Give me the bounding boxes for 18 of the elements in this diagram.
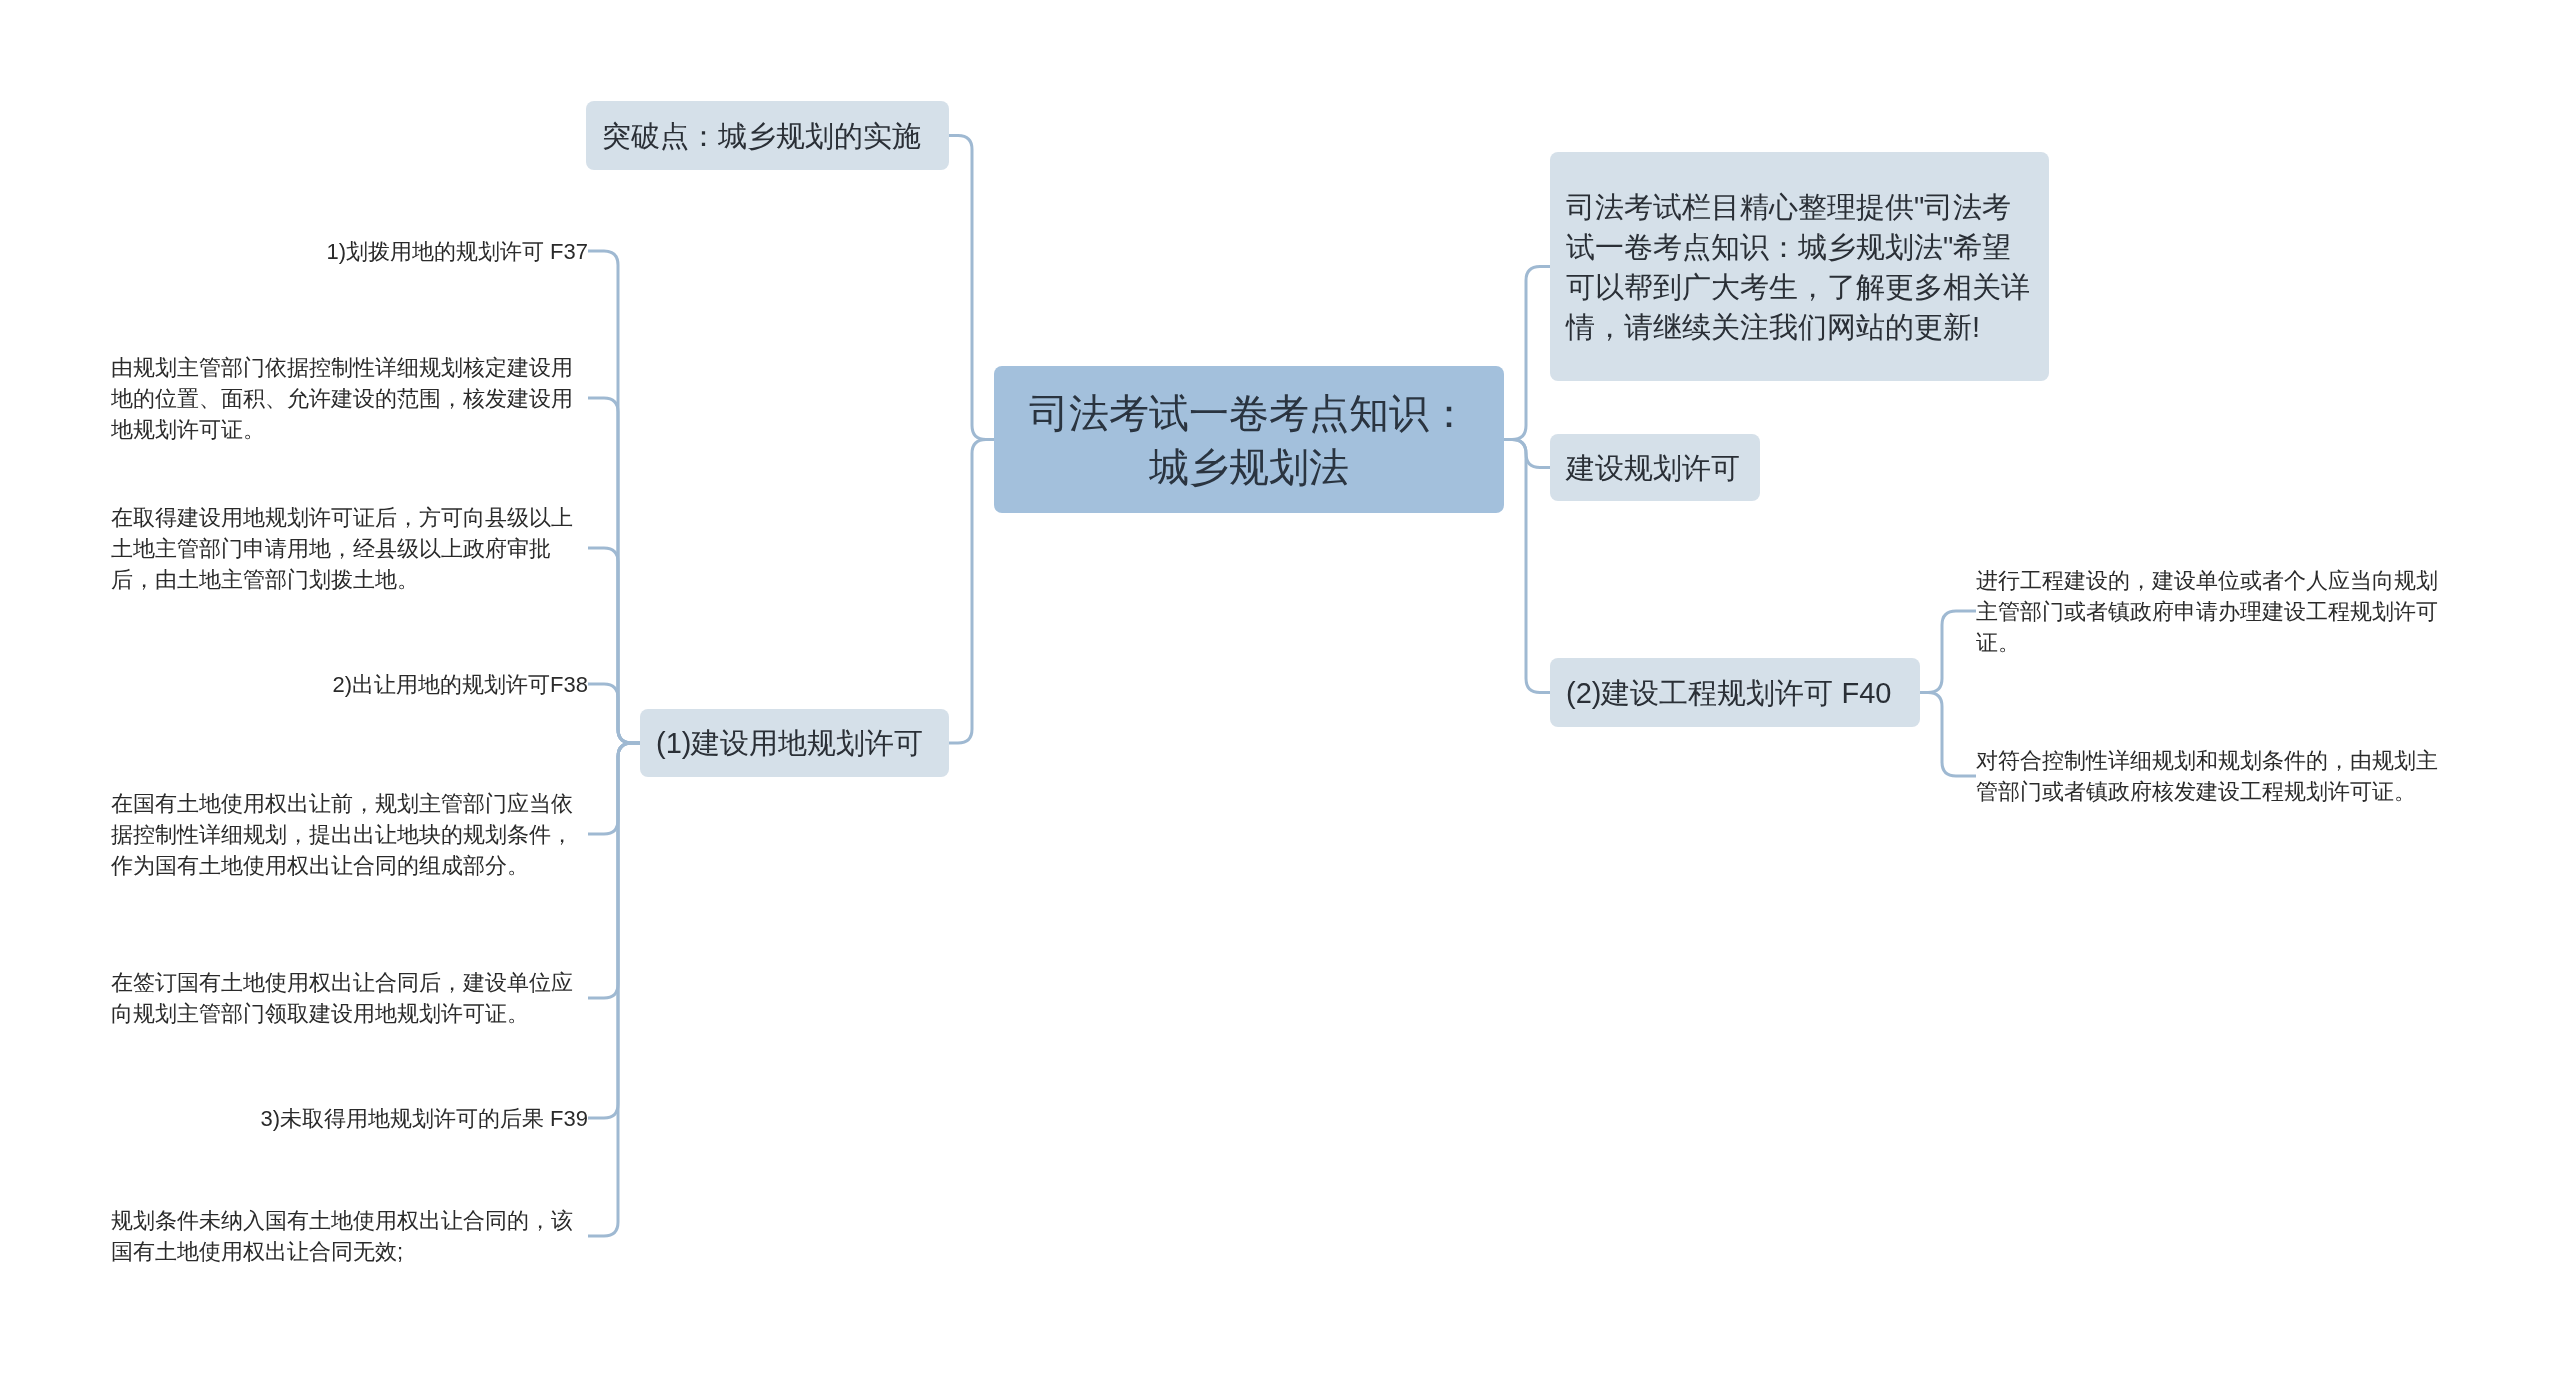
- leaf-text: 3)未取得用地规划许可的后果 F39: [250, 1101, 588, 1135]
- leaf-text: 规划条件未纳入国有土地使用权出让合同的，该国有土地使用权出让合同无效;: [111, 1204, 588, 1268]
- leaf-text: 对符合控制性详细规划和规划条件的，由规划主管部门或者镇政府核发建设工程规划许可证。: [1976, 728, 2456, 824]
- central-topic-box: 司法考试一卷考点知识：城乡规划法: [994, 366, 1504, 513]
- connector: [1504, 438, 1550, 694]
- leaf-text: 由规划主管部门依据控制性详细规划核定建设用地的位置、面积、允许建设的范围，核发建设用地规划许可证。: [111, 350, 588, 446]
- topic-box: 突破点：城乡规划的实施: [586, 101, 949, 170]
- leaf-text: 1)划拨用地的规划许可 F37: [300, 234, 588, 268]
- topic-box: (2)建设工程规划许可 F40: [1550, 658, 1920, 727]
- leaf-text: 在签订国有土地使用权出让合同后，建设单位应向规划主管部门领取建设用地规划许可证。: [111, 966, 588, 1030]
- topic-box: 建设规划许可: [1550, 434, 1760, 501]
- leaf-text: 在取得建设用地规划许可证后，方可向县级以上土地主管部门申请用地，经县级以上政府审批后，由土地主管部门划拨土地。: [111, 500, 588, 596]
- leaf-text: 进行工程建设的，建设单位或者个人应当向规划主管部门或者镇政府申请办理建设工程规划许可证。: [1976, 563, 2456, 659]
- leaf-text: 在国有土地使用权出让前，规划主管部门应当依据控制性详细规划，提出出让地块的规划条件，作为国有土地使用权出让合同的组成部分。: [111, 770, 588, 898]
- leaf-text: 2)出让用地的规划许可F38: [300, 667, 588, 701]
- topic-box: 司法考试栏目精心整理提供"司法考试一卷考点知识：城乡规划法"希望可以帮到广大考生，了解更多相关详情，请继续关注我们网站的更新!: [1550, 152, 2049, 381]
- topic-box: (1)建设用地规划许可: [640, 709, 949, 777]
- connector: [949, 438, 994, 745]
